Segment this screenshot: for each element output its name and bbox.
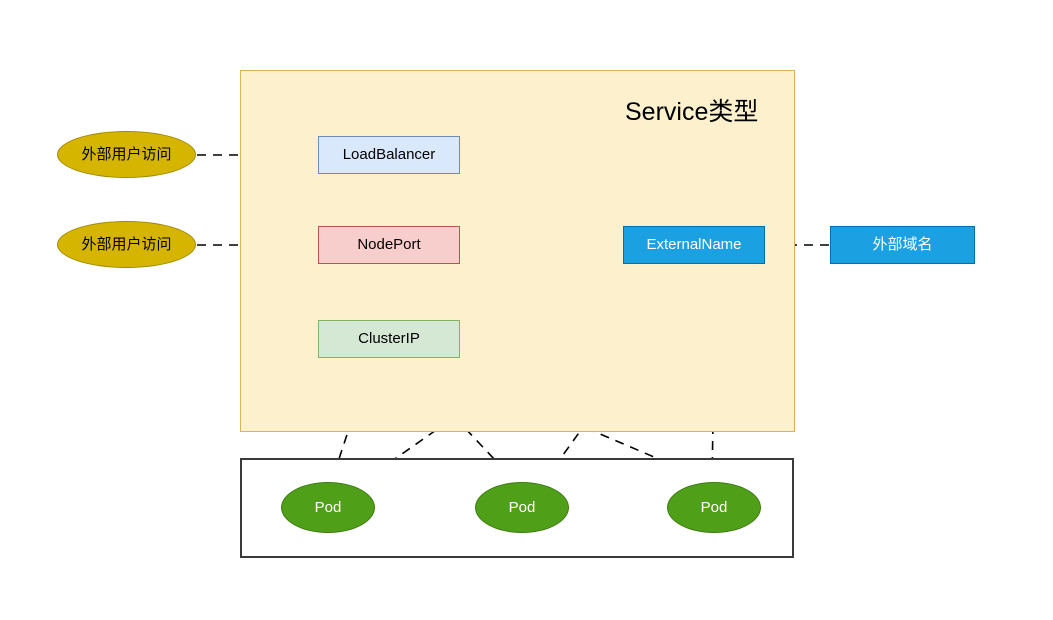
- external-user-access-label-2: 外部用户访问: [81, 235, 172, 253]
- nodeport-node[interactable]: NodePort: [318, 226, 460, 264]
- pod-label-3: Pod: [700, 498, 728, 516]
- clusterip-label: ClusterIP: [358, 330, 420, 348]
- externalname-node[interactable]: ExternalName: [623, 226, 765, 264]
- external-user-access-ellipse-2[interactable]: 外部用户访问: [57, 221, 196, 268]
- external-domain-node[interactable]: 外部域名: [830, 226, 975, 264]
- pod-label-2: Pod: [508, 498, 536, 516]
- pod-node-1[interactable]: Pod: [281, 482, 375, 533]
- external-domain-label: 外部域名: [872, 236, 933, 254]
- external-user-access-ellipse-1[interactable]: 外部用户访问: [57, 131, 196, 178]
- pod-label-1: Pod: [314, 498, 342, 516]
- nodeport-label: NodePort: [357, 236, 421, 254]
- loadbalancer-label: LoadBalancer: [342, 146, 436, 164]
- external-user-access-label-1: 外部用户访问: [81, 145, 172, 163]
- clusterip-node[interactable]: ClusterIP: [318, 320, 460, 358]
- loadbalancer-node[interactable]: LoadBalancer: [318, 136, 460, 174]
- pod-node-3[interactable]: Pod: [667, 482, 761, 533]
- service-types-title: Service类型: [625, 98, 759, 126]
- pod-node-2[interactable]: Pod: [475, 482, 569, 533]
- externalname-label: ExternalName: [646, 236, 742, 254]
